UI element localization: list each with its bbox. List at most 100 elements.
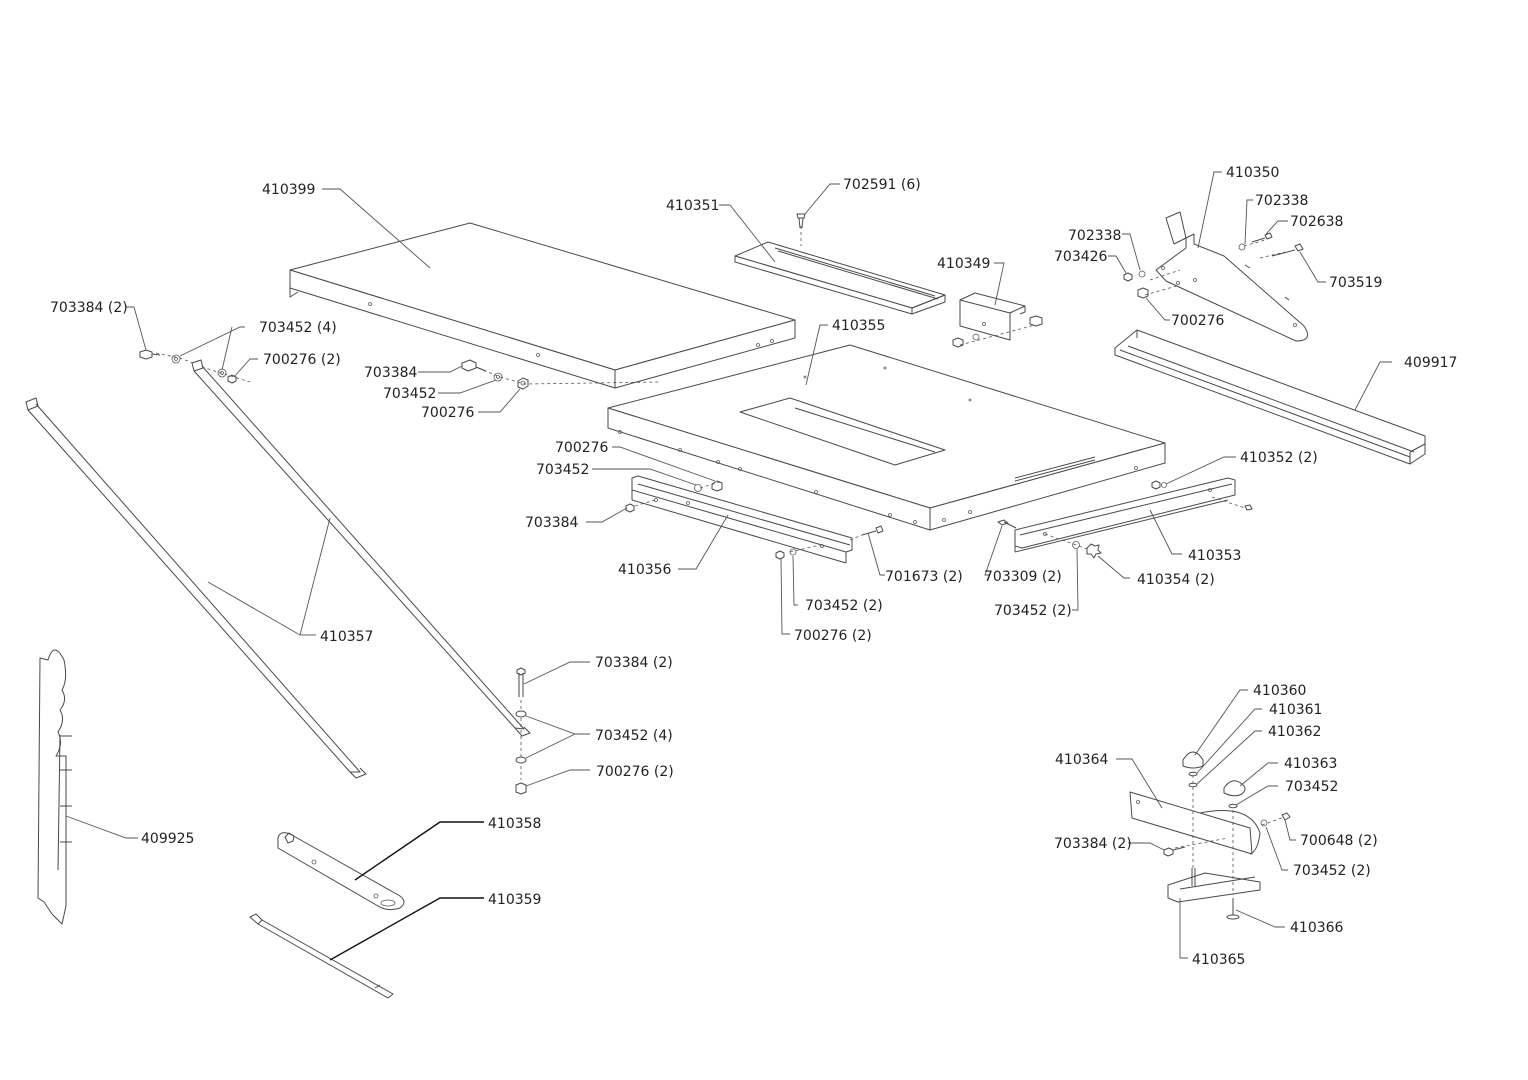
leader-703519 (1299, 251, 1326, 283)
leader-410363 (1239, 762, 1278, 787)
leader-703384-2g (1128, 842, 1165, 851)
label-410363[interactable]: 410363 (1284, 756, 1337, 772)
label-703452-d[interactable]: 703452 (536, 462, 589, 478)
fastener-group-brace-foot (515, 667, 527, 795)
label-410366[interactable]: 410366 (1290, 920, 1344, 936)
fastener-group-rail-left (625, 480, 884, 560)
label-700276-b[interactable]: 700276 (421, 405, 475, 421)
label-703452-b[interactable]: 703452 (383, 386, 436, 402)
leader-703452-4a (179, 326, 245, 357)
label-703452-2d[interactable]: 703452 (2) (805, 598, 883, 614)
leader-703452-d (592, 468, 697, 486)
label-703309[interactable]: 703309 (2) (984, 569, 1062, 585)
label-410365[interactable]: 410365 (1192, 952, 1245, 968)
label-700276-2f[interactable]: 700276 (2) (596, 764, 674, 780)
screw-702591 (796, 213, 806, 246)
label-703384-b[interactable]: 703384 (364, 365, 418, 381)
leader-410366 (1235, 909, 1285, 928)
label-410361[interactable]: 410361 (1269, 702, 1322, 718)
part-410349-bracket (952, 292, 1043, 348)
part-410351-rail (734, 241, 946, 315)
leader-702338-a (1244, 199, 1253, 245)
label-700276-2d[interactable]: 700276 (2) (794, 628, 872, 644)
leader-700276-2f (525, 769, 590, 787)
leader-410364 (1116, 758, 1163, 809)
part-410359-rod (249, 913, 394, 999)
label-410358[interactable]: 410358 (488, 816, 541, 832)
label-700648[interactable]: 700648 (2) (1300, 833, 1378, 849)
part-410365-slider (1167, 868, 1261, 903)
label-701673[interactable]: 701673 (2) (885, 569, 963, 585)
label-700276-d[interactable]: 700276 (555, 440, 609, 456)
label-410354[interactable]: 410354 (2) (1137, 572, 1215, 588)
label-410349[interactable]: 410349 (937, 256, 990, 272)
label-703384-2g[interactable]: 703384 (2) (1054, 836, 1132, 852)
leader-703384-d (586, 507, 628, 523)
leader-700276-d (612, 446, 716, 482)
leader-410356 (678, 514, 729, 570)
label-410356[interactable]: 410356 (618, 562, 672, 578)
leader-410349 (994, 262, 1005, 306)
part-410353-rail (1014, 477, 1236, 553)
label-703452-4a[interactable]: 703452 (4) (259, 320, 337, 336)
label-702338-b[interactable]: 702338 (1068, 228, 1121, 244)
leader-701673 (867, 532, 885, 576)
miter-fasteners (1163, 751, 1291, 920)
leader-700648 (1284, 819, 1296, 841)
label-410352[interactable]: 410352 (2) (1240, 450, 1318, 466)
label-703426[interactable]: 703426 (1054, 249, 1108, 265)
part-409917-fence-rail (1114, 329, 1426, 465)
label-702338-a[interactable]: 702338 (1255, 193, 1308, 209)
label-703384-2f[interactable]: 703384 (2) (595, 655, 673, 671)
label-410350[interactable]: 410350 (1226, 165, 1279, 181)
label-410364[interactable]: 410364 (1055, 752, 1109, 768)
fastener-group-table-edge (461, 359, 661, 390)
leader-410352 (1165, 456, 1236, 485)
label-703452-2g[interactable]: 703452 (2) (1293, 863, 1371, 879)
label-700276-2a[interactable]: 700276 (2) (263, 352, 341, 368)
leader-703452-g (1235, 785, 1278, 806)
label-703384-2a[interactable]: 703384 (2) (50, 300, 128, 316)
leader-703452-4f-b (525, 733, 576, 759)
leader-410351 (719, 204, 776, 263)
part-410356-rail (631, 475, 853, 564)
part-409925-leg (37, 649, 72, 925)
label-700276-c[interactable]: 700276 (1171, 313, 1225, 329)
leader-700276-2d (780, 557, 790, 635)
label-410357[interactable]: 410357 (320, 629, 373, 645)
label-703384-d[interactable]: 703384 (525, 515, 579, 531)
label-703519[interactable]: 703519 (1329, 275, 1382, 291)
part-410350-guard (1155, 211, 1309, 342)
label-703452-4f[interactable]: 703452 (4) (595, 728, 673, 744)
part-410355-main-table (607, 344, 1166, 531)
label-409925[interactable]: 409925 (141, 831, 194, 847)
label-410353[interactable]: 410353 (1188, 548, 1241, 564)
label-410360[interactable]: 410360 (1253, 683, 1306, 699)
label-410362[interactable]: 410362 (1268, 724, 1321, 740)
label-409917[interactable]: 409917 (1404, 355, 1457, 371)
leader-703426 (1108, 255, 1127, 274)
leader-703452-2g (1265, 826, 1288, 871)
fastener-group-rail-right (997, 480, 1253, 559)
label-410399[interactable]: 410399 (262, 182, 315, 198)
part-410399-extension-table (289, 222, 796, 389)
leader-410360 (1194, 689, 1248, 756)
leader-702338-b (1122, 233, 1141, 271)
label-703452-2e[interactable]: 703452 (2) (994, 603, 1072, 619)
leader-409917 (1354, 361, 1392, 411)
leader-703309 (984, 525, 1003, 576)
label-703452-g[interactable]: 703452 (1285, 779, 1338, 795)
label-410355[interactable]: 410355 (832, 318, 885, 334)
leader-700276-2a (233, 358, 258, 378)
label-410351[interactable]: 410351 (666, 198, 719, 214)
leader-703452-2e (1072, 548, 1079, 611)
label-702638[interactable]: 702638 (1290, 214, 1343, 230)
leader-409925 (65, 815, 138, 839)
leader-410354 (1097, 555, 1130, 579)
label-410359[interactable]: 410359 (488, 892, 541, 908)
leader-410361 (1196, 708, 1262, 774)
leader-700276-c (1145, 297, 1170, 321)
label-702591[interactable]: 702591 (6) (843, 177, 921, 193)
leader-703452-2d (792, 555, 798, 606)
